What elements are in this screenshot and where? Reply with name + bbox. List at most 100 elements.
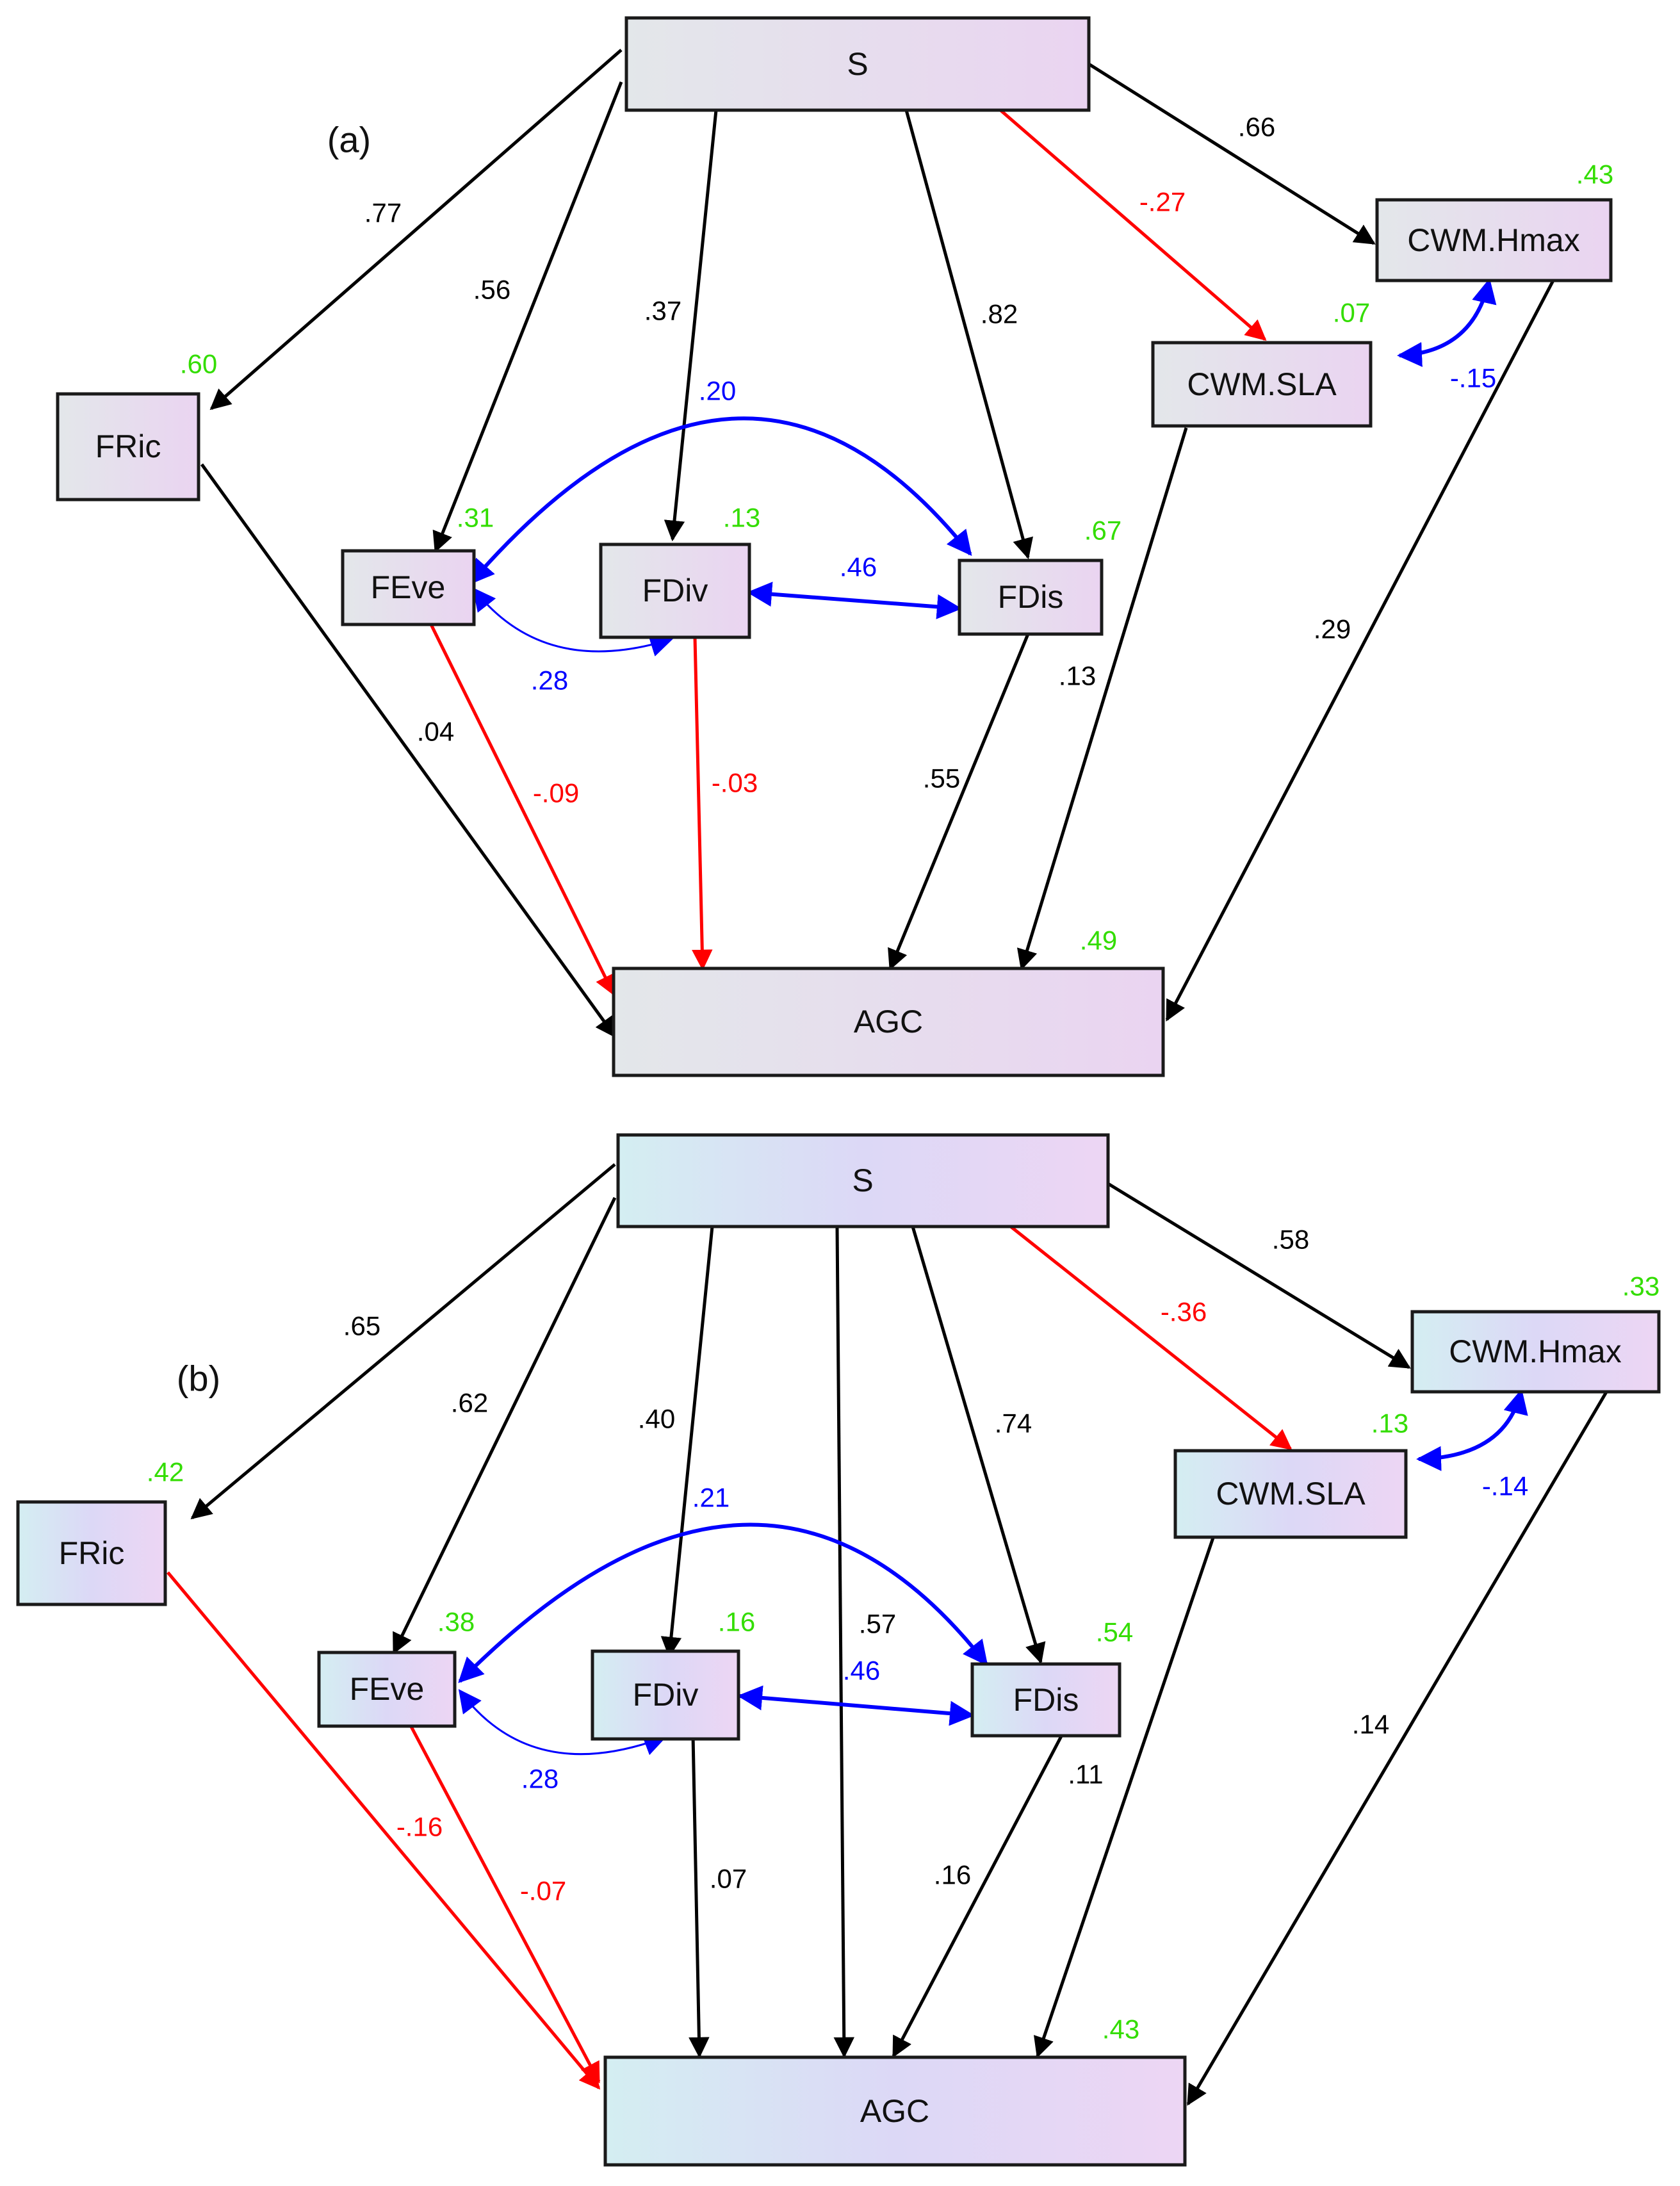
coef-s-fdiv: .40 (638, 1404, 675, 1434)
coef-feve-agc: -.09 (533, 778, 579, 808)
coef-fdis-agc: .16 (934, 1860, 971, 1890)
node-fdiv-label: FDiv (642, 573, 708, 608)
node-cwm-hmax-label: CWM.Hmax (1449, 1334, 1621, 1369)
panel-b-correlation-coefficients: .21 .46 .28 -.14 (521, 1471, 1528, 1794)
node-feve-label: FEve (371, 569, 446, 605)
node-fric: FRic (16, 1500, 167, 1606)
r2-fdiv: .13 (723, 503, 760, 533)
node-feve-label: FEve (350, 1671, 425, 1707)
corr-feve-fdiv (458, 1689, 667, 1756)
coef-s-cwm-sla: -.36 (1161, 1297, 1207, 1327)
corr-cwm-sla-hmax (1397, 278, 1497, 367)
path-cwm-hmax-agc (1186, 1389, 1610, 2106)
coef-corr-fdiv-fdis: .46 (840, 552, 877, 582)
coef-fdiv-agc: -.03 (712, 768, 758, 798)
panel-a-nodes: S FRic FEve FDiv FDis CWM.SLA (56, 16, 1613, 1077)
coef-s-feve: .56 (473, 275, 510, 305)
path-fdiv-agc (692, 637, 713, 971)
node-cwm-sla: CWM.SLA (1173, 1449, 1408, 1539)
corr-feve-fdiv (472, 587, 674, 657)
coef-corr-feve-fdis: .20 (699, 376, 736, 406)
coef-s-feve: .62 (451, 1388, 488, 1418)
path-s-cwm-hmax (1107, 1182, 1411, 1369)
coef-fdiv-agc: .07 (710, 1864, 747, 1894)
corr-feve-fdis (469, 416, 972, 585)
node-fric-label: FRic (95, 428, 161, 464)
coef-fdis-agc: .55 (923, 763, 960, 794)
coef-s-cwm-sla: -.27 (1139, 187, 1186, 217)
path-s-fric (209, 49, 623, 411)
path-cwm-sla-agc (1016, 427, 1188, 971)
node-feve: FEve (341, 549, 476, 626)
coef-cwm-sla-agc: .13 (1059, 661, 1096, 691)
r2-feve: .38 (437, 1607, 475, 1637)
node-fdis-label: FDis (1013, 1682, 1079, 1718)
node-cwm-sla-label: CWM.SLA (1216, 1476, 1366, 1512)
coef-fric-agc: -.16 (396, 1812, 443, 1842)
coef-corr-cwm-sla-hmax: -.15 (1450, 363, 1496, 393)
r2-fdis: .54 (1096, 1617, 1133, 1647)
node-feve: FEve (317, 1651, 457, 1728)
path-fdiv-agc (689, 1735, 710, 2059)
corr-fdiv-fdis (747, 582, 962, 619)
coef-s-fdis: .74 (995, 1408, 1032, 1439)
path-s-cwm-sla (999, 109, 1267, 341)
panel-a-arrows (200, 49, 1555, 1038)
path-s-fdiv (660, 1226, 714, 1658)
node-cwm-hmax-label: CWM.Hmax (1407, 222, 1579, 258)
coef-cwm-hmax-agc: .14 (1352, 1709, 1389, 1740)
panel-a-correlations (469, 278, 1497, 657)
coef-fric-agc: .04 (417, 717, 454, 747)
coef-s-fdiv: .37 (644, 296, 681, 326)
node-agc-label: AGC (854, 1004, 923, 1040)
path-s-cwm-hmax (1088, 62, 1376, 245)
path-s-cwm-sla (1009, 1225, 1293, 1451)
path-s-fdiv (664, 110, 718, 542)
path-cwm-hmax-agc (1165, 279, 1555, 1022)
node-agc: AGC (603, 2055, 1187, 2167)
path-s-fdis (911, 1226, 1046, 1665)
node-agc-label: AGC (860, 2093, 929, 2129)
panel-b-correlations (458, 1389, 1528, 1756)
node-cwm-sla: CWM.SLA (1151, 341, 1373, 428)
path-s-fric (190, 1163, 616, 1520)
path-cwm-sla-agc (1033, 1535, 1216, 2059)
r2-feve: .31 (457, 503, 494, 533)
r2-agc: .43 (1102, 2014, 1139, 2044)
node-s-label: S (847, 46, 868, 82)
panel-a-r2-labels: .60 .31 .13 .67 .07 .43 .49 (180, 159, 1613, 956)
panel-a: (a) S (56, 16, 1613, 1077)
coef-s-fdis: .82 (981, 299, 1018, 329)
r2-fric: .42 (147, 1457, 184, 1487)
node-fdiv: FDiv (599, 542, 751, 639)
coef-corr-feve-fdiv: .28 (521, 1764, 559, 1794)
coef-corr-cwm-sla-hmax: -.14 (1482, 1471, 1528, 1501)
node-agc: AGC (612, 967, 1165, 1077)
path-feve-agc (429, 623, 616, 996)
node-cwm-hmax: CWM.Hmax (1410, 1310, 1661, 1394)
r2-cwm-hmax: .33 (1622, 1271, 1660, 1301)
node-fdis: FDis (970, 1662, 1121, 1738)
coef-cwm-hmax-agc: .29 (1314, 614, 1351, 644)
r2-fdiv: .16 (718, 1607, 755, 1637)
coef-cwm-sla-agc: .11 (1068, 1759, 1103, 1790)
node-fdiv: FDiv (591, 1649, 740, 1741)
path-fric-agc (200, 463, 617, 1038)
path-feve-agc (408, 1723, 601, 2084)
panel-a-path-coefficients: .77 .56 .37 .82 -.27 .66 .04 -.09 -.03 .… (364, 112, 1351, 808)
node-cwm-sla-label: CWM.SLA (1187, 366, 1337, 402)
node-fdis-label: FDis (998, 579, 1064, 615)
path-s-agc (833, 1226, 855, 2059)
r2-cwm-hmax: .43 (1576, 159, 1613, 190)
panel-b: (b) S (16, 1133, 1661, 2167)
r2-fdis: .67 (1084, 516, 1121, 546)
panel-b-path-coefficients: .65 .62 .40 .57 .74 -.36 .58 -.16 -.07 .… (343, 1225, 1389, 1906)
node-s: S (616, 1133, 1110, 1228)
coef-corr-feve-fdis: .21 (692, 1483, 730, 1513)
panel-b-nodes: S FRic FEve FDiv FDis CWM.SLA (16, 1133, 1661, 2167)
node-fric-label: FRic (59, 1535, 125, 1571)
corr-cwm-sla-hmax (1416, 1389, 1528, 1471)
r2-cwm-sla: .13 (1371, 1408, 1408, 1439)
panel-b-r2-labels: .42 .38 .16 .54 .13 .33 .43 (147, 1271, 1660, 2044)
